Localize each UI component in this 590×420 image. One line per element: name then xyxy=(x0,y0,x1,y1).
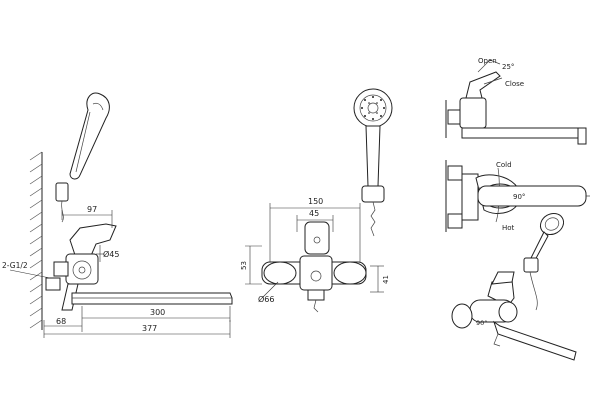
side-dimensions xyxy=(9,210,231,338)
dim-right-vertical-label: 41 xyxy=(382,275,390,284)
shower-nozzle-dots xyxy=(361,96,385,120)
dim-377-label: 377 xyxy=(142,324,157,333)
angle-90-label: 90° xyxy=(513,193,525,201)
dim-97-label: 97 xyxy=(87,205,97,214)
dim-thread-label: 2-G1/2 xyxy=(2,261,28,270)
dim-150-label: 150 xyxy=(308,197,323,206)
dim-phi66-label: Ø66 xyxy=(258,294,274,304)
dim-45-label: 45 xyxy=(309,209,319,218)
side-view-drawing: 97 Ø45 2-G1/2 300 68 377 xyxy=(2,92,233,338)
dim-phi45-label: Ø45 xyxy=(103,249,119,259)
dim-left-vertical-label: 53 xyxy=(240,261,248,270)
dim-300-label: 300 xyxy=(150,308,165,317)
side-hand-shower xyxy=(55,92,110,223)
side-mixer-body xyxy=(45,223,233,311)
front-view-drawing: 150 45 53 41 Ø66 xyxy=(240,197,390,313)
angle-right-bottom-label: 90° xyxy=(476,319,488,327)
dim-68-label: 68 xyxy=(56,317,66,326)
cold-hot-view: Cold 90° Hot xyxy=(445,160,590,232)
cold-label: Cold xyxy=(496,161,512,169)
close-label: Close xyxy=(505,80,524,88)
open-label: Open xyxy=(478,57,497,65)
isometric-view: 90° xyxy=(451,212,577,361)
angle-25-label: 25° xyxy=(502,63,514,71)
open-close-view: Open 25° Close xyxy=(445,57,587,145)
hand-shower-drawing xyxy=(353,88,393,237)
wall-hatching xyxy=(29,151,43,329)
hot-label: Hot xyxy=(502,224,515,232)
